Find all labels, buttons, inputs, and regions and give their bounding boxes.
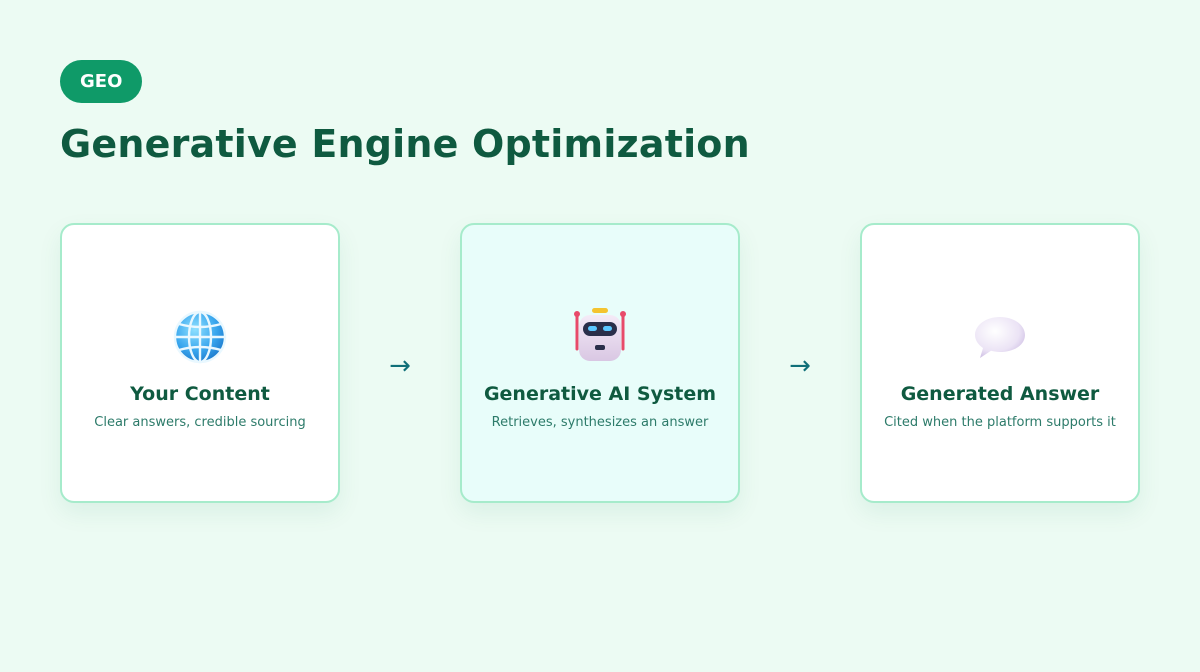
step-subtitle: Retrieves, synthesizes an answer bbox=[491, 415, 709, 430]
geo-badge: GEO bbox=[60, 60, 143, 103]
step-title: Your Content bbox=[130, 383, 270, 405]
step-card-your-content: Your Content Clear answers, credible sou… bbox=[60, 223, 340, 503]
speech-bubble-icon bbox=[970, 307, 1030, 367]
step-title: Generative AI System bbox=[483, 383, 717, 405]
step-card-generative-ai-system: Generative AI System Retrieves, synthesi… bbox=[460, 223, 740, 503]
flow-arrow: → bbox=[389, 351, 411, 381]
page-title: Generative Engine Optimization bbox=[60, 122, 750, 166]
step-card-generated-answer: Generated Answer Cited when the platform… bbox=[860, 223, 1140, 503]
flow-arrow: → bbox=[789, 351, 811, 381]
step-subtitle: Clear answers, credible sourcing bbox=[94, 415, 306, 430]
globe-icon bbox=[170, 307, 230, 367]
step-title: Generated Answer bbox=[900, 383, 1100, 405]
step-subtitle: Cited when the platform supports it bbox=[884, 415, 1116, 430]
robot-icon bbox=[570, 307, 630, 367]
